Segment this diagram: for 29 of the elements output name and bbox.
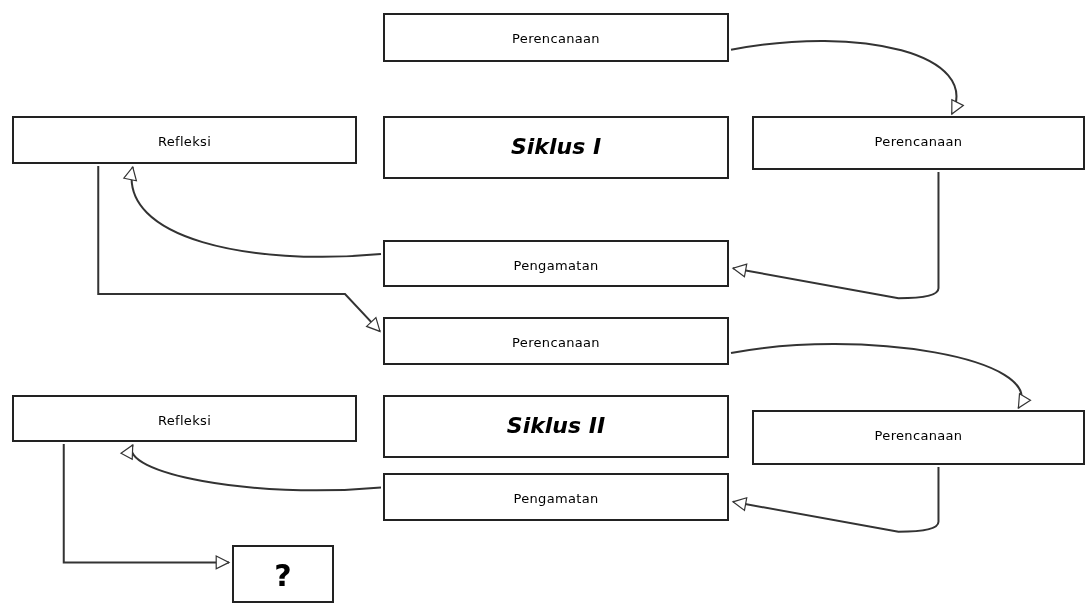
process-box bbox=[383, 473, 729, 521]
box-label: Pengamatan bbox=[513, 257, 599, 275]
process-box bbox=[383, 13, 729, 62]
process-box bbox=[752, 116, 1085, 170]
curved-arrow bbox=[732, 171, 940, 300]
box-label: ? bbox=[274, 557, 292, 595]
box-label: Perencanaan bbox=[512, 334, 600, 352]
process-box bbox=[232, 545, 334, 603]
curved-arrow bbox=[730, 343, 1029, 409]
process-box bbox=[12, 116, 357, 164]
box-label: Refleksi bbox=[157, 133, 212, 151]
box-label: Refleksi bbox=[157, 412, 212, 430]
box-label: Pengamatan bbox=[513, 490, 599, 508]
box-label: Siklus II bbox=[506, 412, 606, 440]
process-box bbox=[383, 240, 729, 287]
box-label: Siklus I bbox=[510, 133, 602, 161]
curved-arrow bbox=[125, 166, 382, 258]
process-box bbox=[383, 317, 729, 365]
cycle-box bbox=[383, 116, 729, 179]
curved-arrow bbox=[732, 466, 940, 533]
process-box bbox=[752, 410, 1085, 465]
process-box bbox=[12, 395, 357, 442]
cycle-box bbox=[383, 395, 729, 458]
box-label: Perencanaan bbox=[512, 30, 600, 48]
box-label: Perencanaan bbox=[874, 133, 963, 151]
curved-arrow bbox=[97, 165, 381, 333]
curved-arrow bbox=[730, 39, 963, 115]
curved-arrow bbox=[62, 443, 230, 570]
box-label: Perencanaan bbox=[874, 427, 963, 445]
